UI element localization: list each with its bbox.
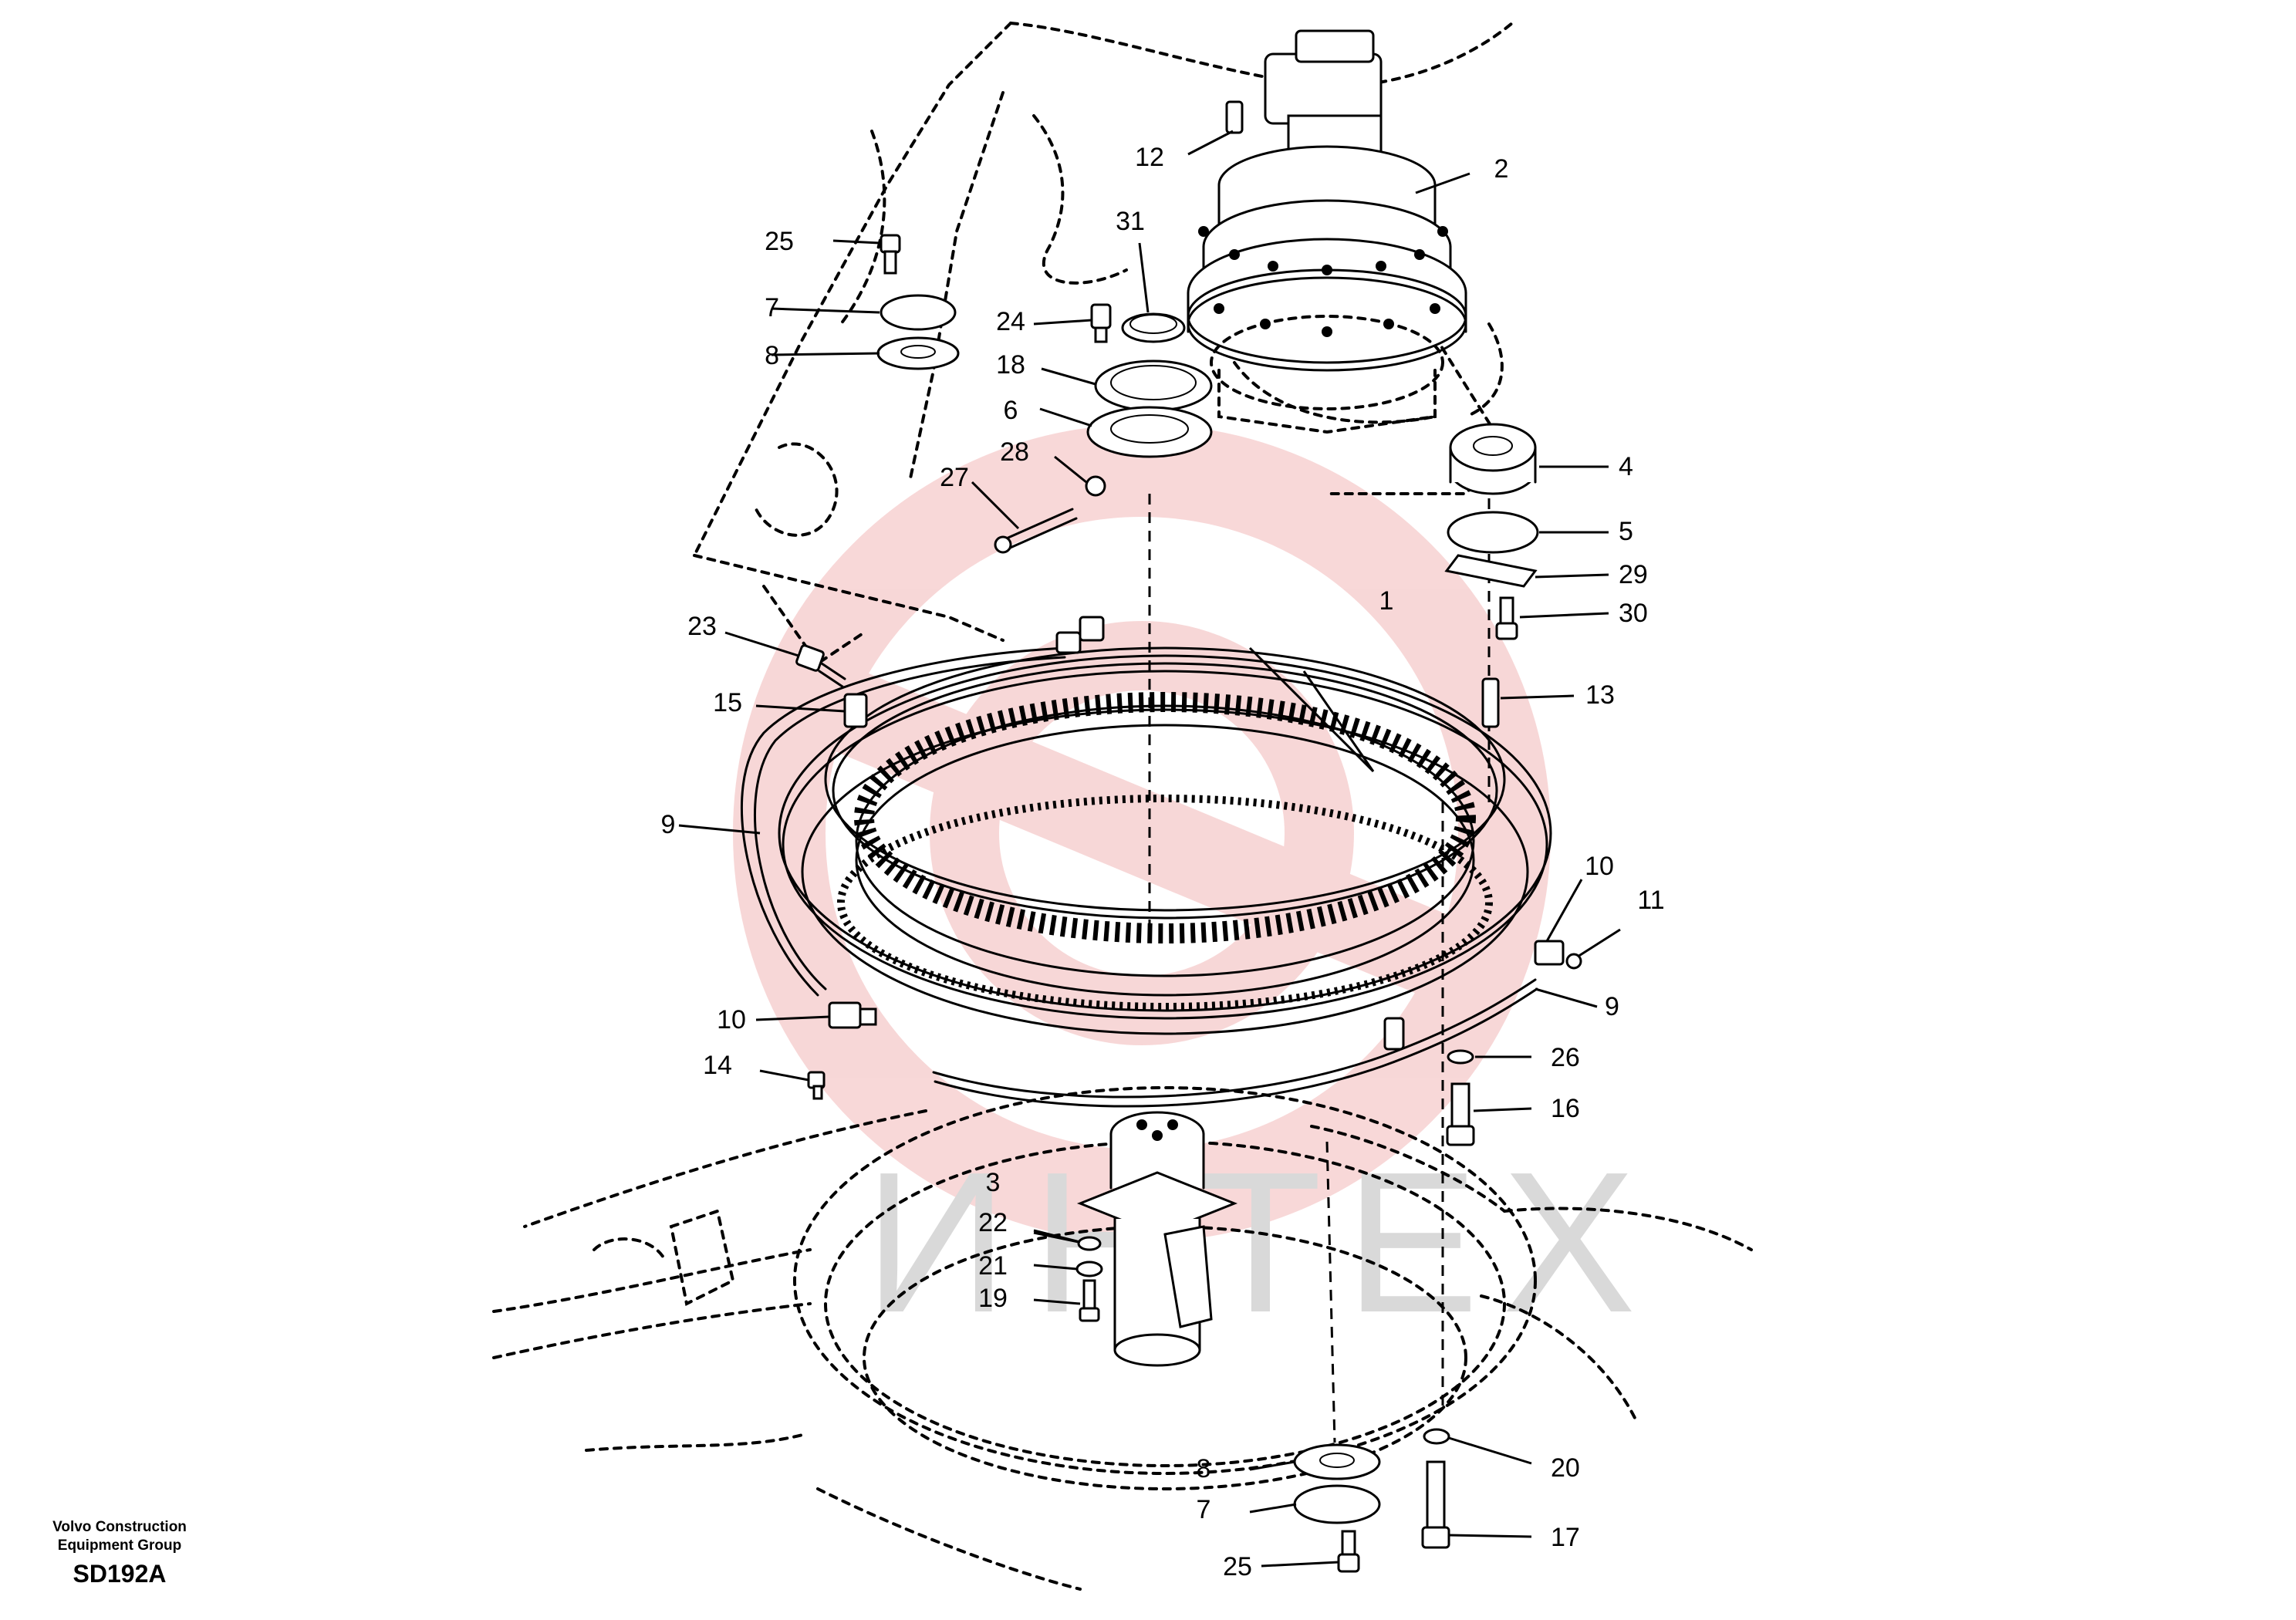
callout-8-lower: 8 xyxy=(1197,1454,1211,1483)
callout-20: 20 xyxy=(1551,1453,1580,1483)
part-7-lower-cover xyxy=(1293,1484,1381,1524)
part-5-washer xyxy=(1447,511,1539,554)
callout-12: 12 xyxy=(1135,143,1164,172)
part-1-slewing-ring xyxy=(778,646,1552,1035)
watermark-bar xyxy=(755,640,1529,1027)
callout-8-upper: 8 xyxy=(765,341,779,370)
callout-25-upper: 25 xyxy=(765,227,794,256)
callout-26: 26 xyxy=(1551,1043,1580,1072)
callout-11: 11 xyxy=(1637,886,1664,915)
part-fitting-top xyxy=(1055,616,1105,654)
swing-motor-assembly xyxy=(1187,29,1467,434)
callout-21: 21 xyxy=(978,1251,1008,1281)
callout-9-right: 9 xyxy=(1605,992,1619,1021)
callout-23: 23 xyxy=(687,612,717,641)
part-6-plate xyxy=(1086,406,1213,458)
callout-22: 22 xyxy=(978,1208,1008,1237)
part-16-bolt xyxy=(1446,1082,1475,1146)
part-15-clamp-right xyxy=(1383,1017,1405,1051)
callout-1: 1 xyxy=(1379,586,1394,616)
callout-5: 5 xyxy=(1619,517,1633,546)
callout-29: 29 xyxy=(1619,560,1648,589)
part-21-washer xyxy=(1075,1261,1103,1277)
part-11-plug xyxy=(1565,953,1582,970)
callout-19: 19 xyxy=(978,1284,1008,1313)
part-12-pin xyxy=(1225,100,1244,134)
callout-27: 27 xyxy=(940,463,969,492)
part-19-bolt xyxy=(1079,1279,1100,1322)
part-10-fitting-right xyxy=(1534,940,1565,966)
callout-4: 4 xyxy=(1619,452,1633,481)
part-22-washer xyxy=(1077,1236,1102,1251)
lower-axis xyxy=(1325,1141,1336,1443)
callout-15: 15 xyxy=(713,688,742,717)
callout-31: 31 xyxy=(1116,207,1145,236)
part-31-bearing xyxy=(1121,312,1186,343)
part-18-seal-ring xyxy=(1094,359,1213,412)
callout-13: 13 xyxy=(1585,680,1615,710)
callout-16: 16 xyxy=(1551,1094,1580,1123)
part-24-plug xyxy=(1090,303,1112,343)
part-23-fitting xyxy=(795,644,846,688)
callout-17: 17 xyxy=(1551,1523,1580,1552)
part-7-upper-cover xyxy=(880,294,957,331)
part-8-lower-gasket xyxy=(1293,1443,1381,1480)
part-30-bolt xyxy=(1495,596,1518,640)
footer-company-name: Volvo Construction Equipment Group xyxy=(31,1518,208,1555)
callout-10-right: 10 xyxy=(1585,852,1614,881)
callout-labels: 1 2 3 4 5 6 7 7 8 8 9 9 10 10 11 12 13 1… xyxy=(661,143,1665,1581)
part-4-pinion xyxy=(1449,423,1537,495)
callout-18: 18 xyxy=(996,350,1025,380)
callout-25-lower: 25 xyxy=(1223,1552,1252,1581)
part-27-grease-nipple xyxy=(994,508,1078,554)
part-28-nut xyxy=(1085,475,1106,497)
part-14-fitting xyxy=(807,1071,826,1100)
callout-7-lower: 7 xyxy=(1197,1495,1211,1524)
callout-leaders xyxy=(678,130,1621,1568)
callout-6: 6 xyxy=(1004,396,1018,425)
footer-company-line1: Volvo Construction xyxy=(52,1519,187,1535)
callout-30: 30 xyxy=(1619,599,1648,628)
callout-3: 3 xyxy=(986,1168,1001,1197)
part-13-pin xyxy=(1481,677,1500,728)
part-17-bolt xyxy=(1421,1460,1450,1549)
callout-10-left: 10 xyxy=(717,1005,746,1034)
part-10-fitting-left xyxy=(828,1001,877,1029)
part-15-clamp xyxy=(843,693,868,728)
callout-14: 14 xyxy=(703,1051,732,1080)
callout-9-left: 9 xyxy=(661,810,676,839)
part-25-lower-bolt xyxy=(1337,1530,1360,1573)
callout-24: 24 xyxy=(996,307,1025,336)
part-29-lock-plate xyxy=(1444,554,1538,588)
diagram-code: SD192A xyxy=(73,1560,167,1588)
part-9-grease-lines xyxy=(740,646,1538,1108)
watermark-text: ИНТЕХ xyxy=(864,1131,1659,1355)
callout-2: 2 xyxy=(1494,154,1509,184)
part-25-upper-bolt xyxy=(880,234,901,275)
callout-7-upper: 7 xyxy=(765,293,779,322)
part-8-upper-gasket xyxy=(876,336,960,370)
part-20-washer xyxy=(1423,1428,1450,1445)
part-26-washer xyxy=(1447,1049,1474,1065)
footer-company-line2: Equipment Group xyxy=(57,1537,182,1554)
part-3-swivel-joint xyxy=(1076,1111,1238,1367)
callout-28: 28 xyxy=(1000,437,1029,467)
